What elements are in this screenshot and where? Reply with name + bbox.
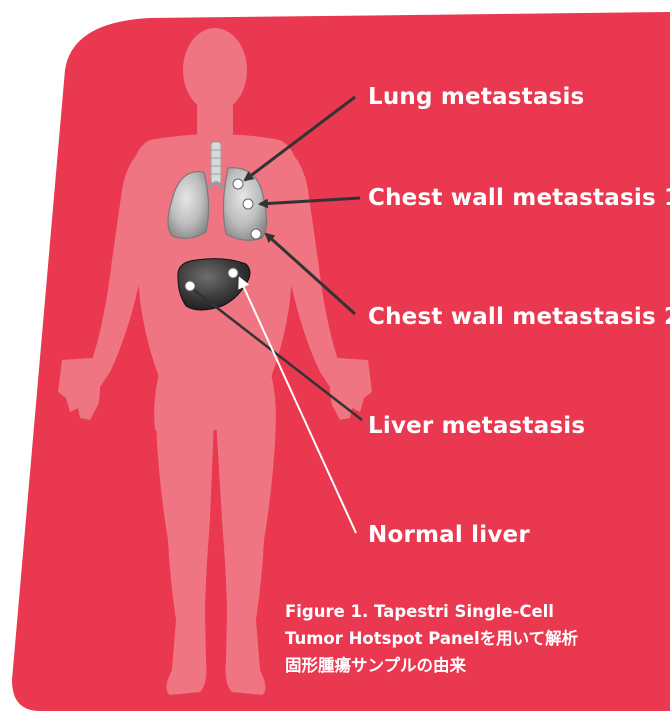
- chest-wall-2-sample-dot: [251, 229, 261, 239]
- normal-liver-label: Normal liver: [368, 522, 530, 548]
- caption-line-1: Figure 1. Tapestri Single-Cell: [285, 598, 578, 625]
- chest-wall-1-sample-dot: [243, 199, 253, 209]
- normal-liver-sample-dot: [228, 268, 238, 278]
- chest-wall-metastasis-2-label: Chest wall metastasis 2: [368, 304, 670, 330]
- chest-wall-metastasis-1-label: Chest wall metastasis 1: [368, 185, 670, 211]
- lung-sample-dot: [233, 179, 243, 189]
- caption-line-3: 固形腫瘍サンプルの由来: [285, 652, 578, 679]
- liver-metastasis-sample-dot: [185, 281, 195, 291]
- figure-caption: Figure 1. Tapestri Single-Cell Tumor Hot…: [285, 598, 578, 679]
- liver-metastasis-label: Liver metastasis: [368, 413, 585, 439]
- caption-line-2: Tumor Hotspot Panelを用いて解析: [285, 625, 578, 652]
- lung-metastasis-label: Lung metastasis: [368, 84, 584, 110]
